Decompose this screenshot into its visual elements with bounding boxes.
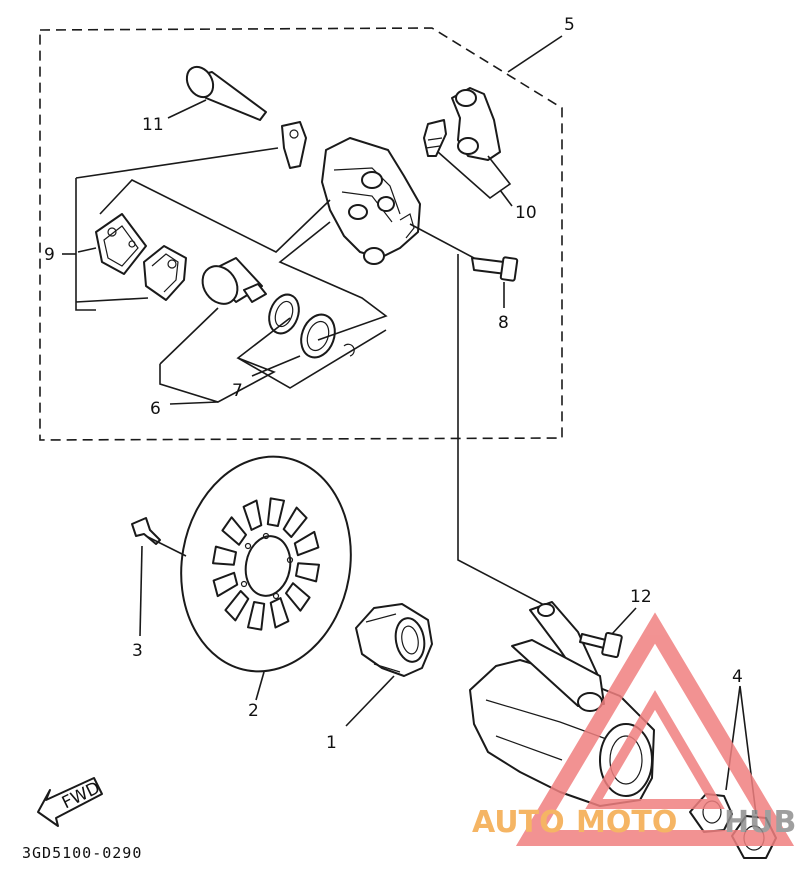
- disc-slot: [282, 506, 308, 538]
- brake-disc-2: [180, 455, 352, 673]
- disc-slot: [212, 545, 237, 566]
- disc-slot: [285, 582, 311, 612]
- disc-vent-slots: [212, 497, 320, 631]
- disc-slot: [295, 562, 320, 583]
- callout-9: 9: [44, 245, 55, 265]
- callout-2: 2: [248, 701, 259, 721]
- caliper-body: [321, 137, 421, 265]
- callout-6: 6: [150, 399, 161, 419]
- callout-7: 7: [232, 381, 243, 401]
- watermark-text-moto: MOTO: [576, 805, 677, 840]
- hub-1: [345, 603, 433, 727]
- callout-1: 1: [326, 733, 337, 753]
- caliper-bracket-10: [451, 87, 501, 161]
- callout-labels: 5 11 10 9 8 7 6 3 2 1 12 4: [44, 15, 743, 753]
- callout-11: 11: [142, 115, 164, 135]
- disc-slot: [212, 571, 239, 598]
- watermark-text-auto: AUTO: [472, 805, 565, 840]
- bolt-8: [471, 256, 519, 282]
- watermark-inner-triangle: [585, 690, 725, 809]
- fwd-arrow-icon: FWD: [37, 777, 103, 827]
- piston-seal-7a: [268, 293, 300, 335]
- disc-slot: [242, 499, 263, 531]
- watermark-triangle: [515, 612, 795, 846]
- circlip: [343, 343, 355, 357]
- disc-slot: [221, 516, 247, 546]
- brake-pad-9b: [143, 245, 187, 301]
- callout-12: 12: [630, 587, 652, 607]
- disc-slot: [269, 597, 290, 629]
- callout-10: 10: [515, 203, 537, 223]
- disc-slot: [293, 530, 320, 557]
- leader-2: [255, 671, 265, 701]
- callout-4: 4: [732, 667, 743, 687]
- brake-pad-9a: [95, 213, 147, 275]
- disc-bolt-3: [131, 517, 187, 637]
- callout-5: 5: [564, 15, 575, 35]
- leader-lines: [62, 35, 563, 607]
- diagram-code: 3GD5100-0290: [22, 844, 142, 862]
- caliper-piston-6: [201, 257, 267, 305]
- bolt-12: [579, 607, 637, 659]
- disc-slot: [247, 601, 266, 631]
- bleed-screw-10: [423, 119, 447, 157]
- callout-3: 3: [132, 641, 143, 661]
- caliper-assembly-boundary: [39, 27, 563, 441]
- caliper-bolt-11: [185, 65, 267, 121]
- pad-pin-clip: [281, 121, 307, 169]
- callout-8: 8: [498, 313, 509, 333]
- disc-slot: [224, 590, 250, 622]
- watermark-text-hub: HUB: [724, 805, 796, 840]
- piston-seal-7b: [300, 313, 336, 359]
- disc-slot: [266, 497, 285, 527]
- watermark-logo: AUTO MOTO HUB: [472, 612, 796, 846]
